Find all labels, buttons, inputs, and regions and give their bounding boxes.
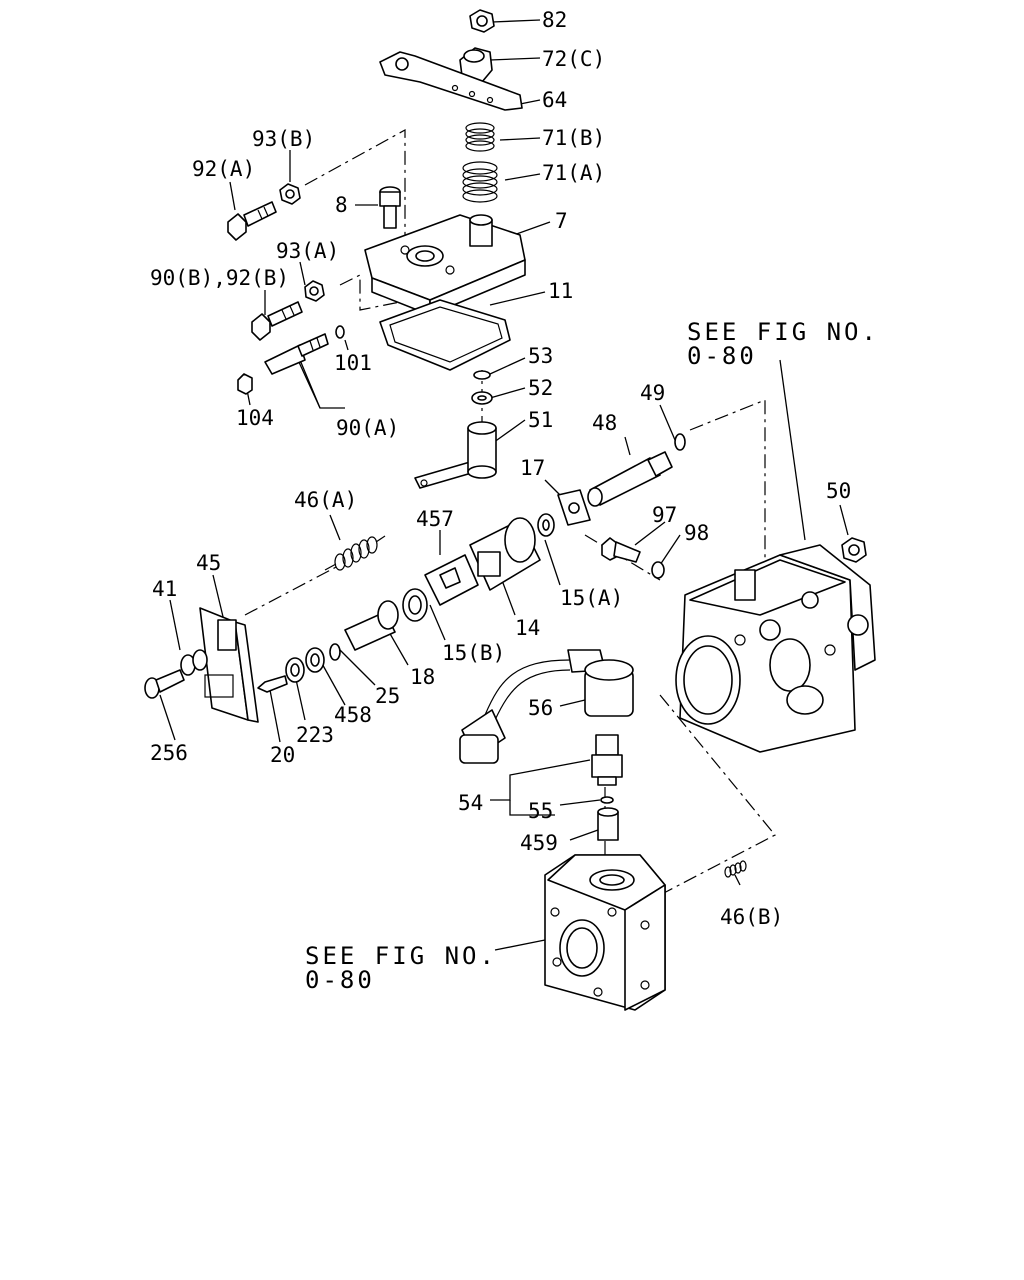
label-71a: 71(A): [542, 161, 605, 185]
part-20-screw: [257, 675, 288, 693]
label-15a: 15(A): [560, 586, 623, 610]
label-11: 11: [548, 279, 573, 303]
pump-housing: [675, 544, 876, 753]
part-15b-washer: [402, 588, 428, 622]
part-46a-spring: [324, 535, 386, 571]
part-18-plunger: [344, 600, 399, 651]
label-48: 48: [592, 411, 617, 435]
part-53-clip: [473, 370, 491, 380]
part-50-nut: [841, 537, 867, 563]
part-64-lever: [379, 51, 523, 111]
label-459: 459: [520, 831, 558, 855]
label-41: 41: [152, 577, 177, 601]
label-46a: 46(A): [294, 488, 357, 512]
pump-cover: [544, 854, 666, 1011]
label-90a: 90(A): [336, 416, 399, 440]
label-104: 104: [236, 406, 274, 430]
part-55-oring: [600, 796, 614, 804]
part-49-oring: [674, 433, 686, 451]
label-72c: 72(C): [542, 47, 605, 71]
label-17: 17: [520, 456, 545, 480]
label-93a: 93(A): [276, 239, 339, 263]
label-98: 98: [684, 521, 709, 545]
alignment-lines: [244, 128, 776, 896]
part-8-screw: [379, 186, 401, 229]
part-51-shaft: [414, 421, 497, 489]
part-46b-spring: [724, 860, 747, 878]
part-72c-cam: [459, 47, 493, 83]
label-97: 97: [652, 503, 677, 527]
part-45-plate: [199, 607, 259, 723]
part-90b-92b-bolt: [251, 301, 303, 341]
label-54: 54: [458, 791, 483, 815]
part-98-washer: [651, 561, 665, 579]
see-fig-note-top-line1: SEE FIG NO.: [687, 318, 879, 346]
label-82: 82: [542, 8, 567, 32]
label-25: 25: [375, 684, 400, 708]
label-45: 45: [196, 551, 221, 575]
label-458: 458: [334, 703, 372, 727]
part-459-nut: [597, 807, 619, 841]
part-458-ring: [305, 647, 325, 673]
part-71b-spring: [465, 122, 495, 152]
part-48-shaft: [587, 451, 673, 507]
part-52-washer: [471, 391, 493, 405]
see-fig-note-bottom: SEE FIG NO. 0-80: [305, 942, 497, 994]
label-55: 55: [528, 799, 553, 823]
label-15b: 15(B): [442, 641, 505, 665]
see-fig-note-bottom-line1: SEE FIG NO.: [305, 942, 497, 970]
label-52: 52: [528, 376, 553, 400]
label-56: 56: [528, 696, 553, 720]
label-92a: 92(A): [192, 157, 255, 181]
part-101-oring: [335, 325, 345, 339]
parts: [144, 9, 876, 1011]
label-93b: 93(B): [252, 127, 315, 151]
see-fig-note-top: SEE FIG NO. 0-80: [687, 318, 879, 370]
part-25-clip: [329, 643, 341, 661]
part-457-bracket: [424, 554, 479, 606]
part-labels: 82 72(C) 64 71(B) 71(A) 93(B) 92(A) 8 7 …: [150, 8, 851, 929]
part-97-bolt: [601, 537, 641, 563]
part-256-bolt: [144, 669, 185, 699]
part-71a-spring: [462, 161, 498, 203]
label-64: 64: [542, 88, 567, 112]
label-7: 7: [555, 209, 568, 233]
label-18: 18: [410, 665, 435, 689]
label-101: 101: [334, 351, 372, 375]
part-93b-nut: [279, 183, 301, 205]
part-41-pin: [180, 649, 208, 676]
label-20: 20: [270, 743, 295, 767]
label-14: 14: [515, 616, 540, 640]
part-7-cover: [364, 214, 526, 316]
label-457: 457: [416, 507, 454, 531]
label-223: 223: [296, 723, 334, 747]
part-92a-bolt: [227, 201, 277, 241]
label-51: 51: [528, 408, 553, 432]
part-82-nut: [469, 9, 495, 33]
label-256: 256: [150, 741, 188, 765]
see-fig-note-bottom-line2: 0-80: [305, 966, 375, 994]
label-46b: 46(B): [720, 905, 783, 929]
label-90b-92b: 90(B),92(B): [150, 266, 289, 290]
label-49: 49: [640, 381, 665, 405]
label-71b: 71(B): [542, 126, 605, 150]
part-14-rotor: [469, 517, 541, 591]
part-104-nut: [237, 373, 253, 395]
label-53: 53: [528, 344, 553, 368]
part-11-gasket: [379, 299, 511, 371]
part-15a-washer: [537, 513, 555, 537]
part-17-plate: [557, 489, 591, 526]
part-93a-nut: [304, 280, 325, 302]
part-56-solenoid: [459, 649, 634, 764]
label-50: 50: [826, 479, 851, 503]
see-fig-note-top-line2: 0-80: [687, 342, 757, 370]
label-8: 8: [335, 193, 348, 217]
leader-lines: [159, 19, 849, 951]
part-54-valve: [591, 734, 623, 786]
part-90a-screw: [264, 333, 329, 375]
part-223-washer: [285, 657, 305, 683]
